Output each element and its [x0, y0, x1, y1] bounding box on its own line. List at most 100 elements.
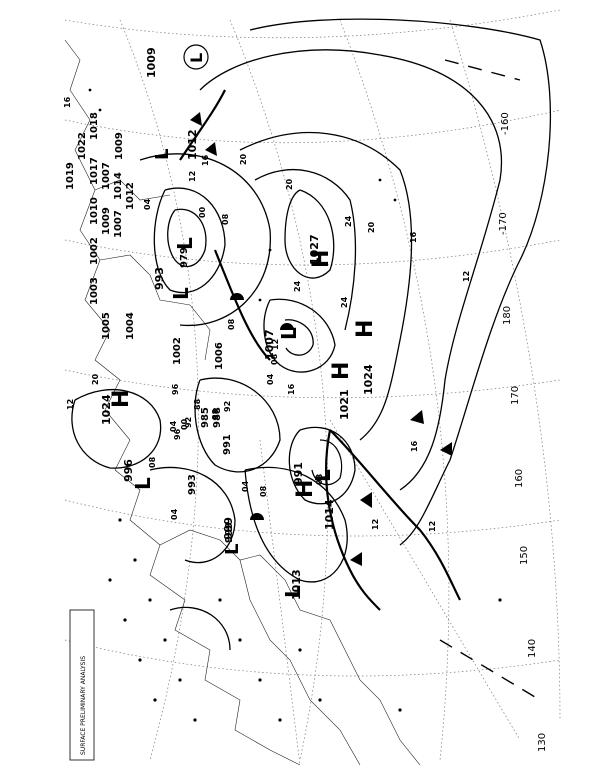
pressure-value: 1018: [89, 112, 100, 140]
isobar-label: 16: [287, 383, 296, 395]
pressure-value: 1014: [113, 172, 124, 200]
longitude-label: 140: [527, 639, 538, 658]
low-center: L 979: [173, 237, 197, 268]
low-center: L 993: [153, 267, 193, 300]
pressure-value: 1007: [101, 162, 112, 190]
isobar-label: 24: [340, 296, 349, 308]
isobar-label: 96: [171, 383, 180, 395]
longitude-label: -160: [500, 112, 511, 135]
high-center: H 1027: [308, 234, 334, 268]
isobar-label: 08: [270, 353, 279, 365]
isobar-label: 08: [315, 473, 324, 485]
low-center: L 991: [292, 462, 335, 485]
pressure-value: 1004: [125, 312, 136, 340]
chart-header-text: SURFACE PRELIMINARY ANALYSIS: [80, 656, 87, 755]
isobar-label: 16: [410, 440, 419, 452]
pressure-type: L: [173, 237, 197, 250]
pressure-value: 1012: [186, 129, 199, 160]
pressure-type: L: [169, 287, 193, 300]
pressure-value: 1009: [101, 207, 112, 235]
isobar-label: 96: [173, 428, 182, 440]
high-center: H 1024: [100, 390, 134, 425]
isobar-label: 08: [227, 318, 236, 330]
pressure-type: H: [293, 480, 318, 498]
low-center: L 1013: [281, 569, 305, 600]
pressure-type: H: [353, 320, 378, 338]
pressure-type: L: [152, 149, 173, 160]
pressure-value: 1010: [89, 197, 100, 225]
longitude-labels: -160 -170 180 170 160 150 140 130: [498, 112, 548, 752]
pressure-value: 979: [179, 247, 190, 268]
isobar-label: 16: [63, 96, 72, 108]
pressure-value: 1013: [290, 569, 303, 600]
low-center: L 1007: [263, 327, 301, 360]
chart-header: SURFACE PRELIMINARY ANALYSIS: [69, 609, 95, 761]
pressure-type: L: [311, 469, 335, 482]
pressure-value: 993: [153, 267, 166, 290]
low-center: L 1009: [145, 44, 209, 78]
low-center: L 1012: [152, 129, 199, 160]
isobar-label: 12: [371, 519, 380, 530]
isobar-label: 20: [285, 178, 294, 190]
longitude-label: 180: [502, 306, 513, 325]
pressure-value: 1007: [113, 210, 124, 238]
isobar-label: 04: [170, 508, 179, 520]
longitude-label: 130: [537, 733, 548, 752]
isobar-label: 08: [148, 456, 157, 468]
pressure-value: 1021: [338, 389, 351, 420]
isobar-label: 24: [344, 215, 353, 227]
isobar-label: 12: [428, 521, 437, 532]
isobar-label: 20: [367, 221, 376, 233]
pressure-type: H: [109, 390, 134, 408]
pressure-value: 991: [222, 434, 233, 455]
pressure-value: 999: [222, 517, 235, 540]
pressure-value: 993: [187, 474, 198, 495]
pressure-value: 1002: [89, 237, 100, 265]
isobar-label: 12: [66, 399, 75, 410]
isobars: [71, 18, 552, 651]
graticule: [64, 9, 561, 766]
pressure-type: L: [222, 544, 243, 555]
pressure-value: 1006: [214, 342, 225, 370]
low-center: L 996: [122, 459, 155, 490]
isobar-label: 04: [169, 420, 178, 432]
high-center: H 1014: [293, 480, 336, 530]
stacked-pressure-values: 1009 1022 1017 1007 1018 1019 1012 1010 …: [65, 112, 235, 543]
isobar-label: 12: [462, 271, 471, 282]
isobar-label: 00: [198, 206, 207, 218]
pressure-value: 1014: [323, 499, 336, 530]
isobar-label: 20: [239, 153, 248, 165]
pressure-type: L: [277, 327, 301, 340]
low-center: L 999: [222, 517, 243, 555]
pressure-value: 1007: [263, 329, 276, 360]
pressure-type: L: [131, 477, 155, 490]
isobar-label: 08: [221, 213, 230, 225]
high-center: H 1021: [329, 362, 354, 420]
isobar-label: 04: [241, 480, 250, 492]
longitude-label: 150: [519, 546, 530, 565]
isobar-label: 16: [201, 154, 210, 166]
isobar-label: 20: [91, 373, 100, 385]
pressure-type: L: [281, 585, 305, 598]
longitude-label: 160: [514, 469, 525, 488]
pressure-value: 1002: [172, 337, 183, 365]
isobar-label: 88: [211, 408, 220, 420]
isobar-label: 04: [266, 373, 275, 385]
pressure-value: 1005: [101, 312, 112, 340]
longitude-label: -170: [498, 212, 509, 235]
isobar-labels: 20 24 24 20 16 12 16 12 20 16 12 08 04 0…: [63, 96, 471, 532]
pressure-value: 1024: [100, 394, 113, 425]
fronts: [179, 59, 541, 701]
pressure-value: 1022: [77, 132, 88, 160]
station-plots: [88, 88, 502, 722]
pressure-value: 1012: [125, 182, 136, 210]
pressure-value: 1017: [89, 157, 100, 185]
isobar-label: 04: [143, 198, 152, 210]
isobar-label: 12: [271, 339, 280, 350]
pressure-value: 1019: [65, 162, 76, 190]
pressure-value: 1027: [308, 234, 321, 265]
isobar-label: 08: [259, 485, 268, 497]
pressure-value: 1024: [362, 364, 375, 395]
pressure-centers: H 1027 H 1024 H 1024 H 1021 H 1014 L 100…: [100, 44, 378, 600]
pressure-value: 996: [122, 459, 135, 482]
